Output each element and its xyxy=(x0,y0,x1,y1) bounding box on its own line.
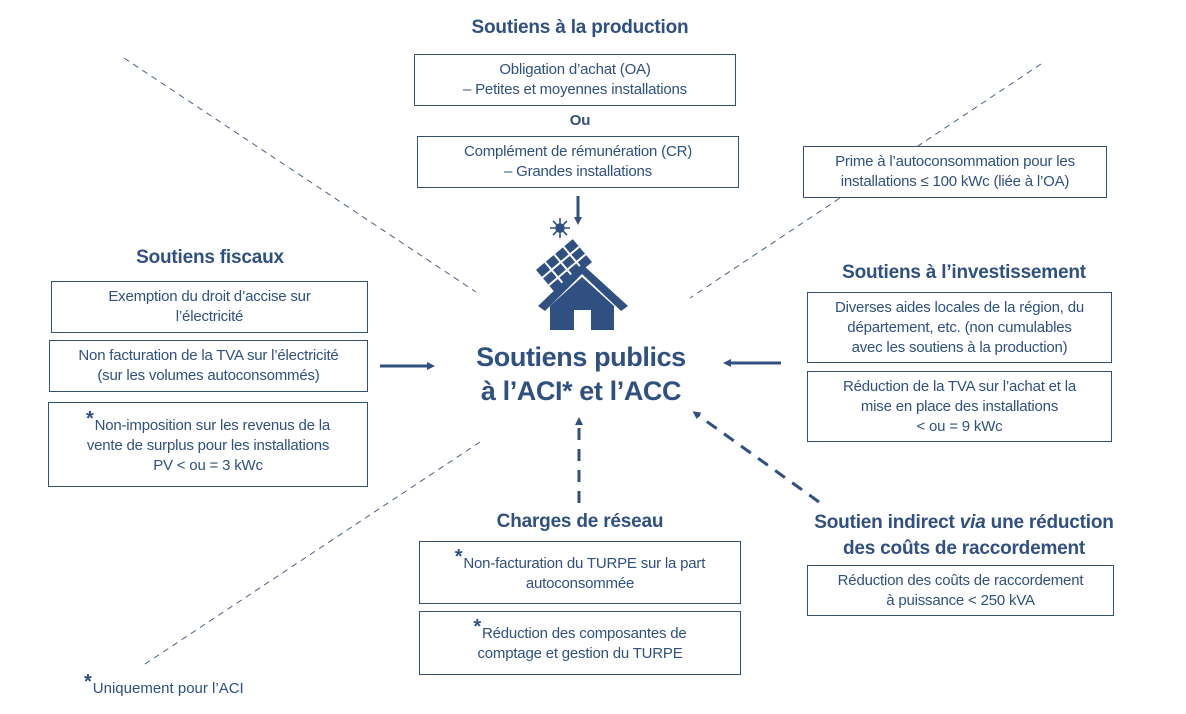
prime-line2: installations ≤ 100 kWc (liée à l’OA) xyxy=(840,173,1070,190)
tva-electricity-line2: (sur les volumes autoconsommés) xyxy=(97,367,320,384)
cr-line2: – Grandes installations xyxy=(504,163,652,180)
arrow-from-indirect xyxy=(692,411,820,504)
surplus-tax-box: *Non-imposition sur les revenus de la ve… xyxy=(48,402,368,487)
turpe-billing-box: *Non-facturation du TURPE sur la part au… xyxy=(419,541,741,604)
tva-purchase-line3: < ou = 9 kWc xyxy=(916,417,1003,435)
indirect-heading-part2: une réduction xyxy=(985,512,1114,533)
investment-heading: Soutiens à l’investissement xyxy=(842,262,1086,283)
turpe-billing-line1: *Non-facturation du TURPE sur la part xyxy=(455,547,706,574)
indirect-heading: Soutien indirect via une réduction des c… xyxy=(790,510,1138,562)
asterisk-marker: * xyxy=(454,545,463,568)
cr-box: Complément de rémunération (CR) – Grande… xyxy=(417,136,739,188)
local-aid-line3: avec les soutiens à la production) xyxy=(851,338,1068,356)
oa-line2: – Petites et moyennes installations xyxy=(463,81,687,98)
house-body xyxy=(550,277,614,330)
connection-cost-line1: Réduction des coûts de raccordement xyxy=(837,571,1084,589)
central-title-line1: Soutiens publics xyxy=(476,342,686,372)
tva-purchase-line2: mise en place des installations xyxy=(860,397,1059,415)
network-heading: Charges de réseau xyxy=(496,511,664,532)
indirect-heading-line1: Soutien indirect via une réduction xyxy=(790,510,1138,536)
solar-panel-icon xyxy=(535,239,593,293)
local-aid-line1: Diverses aides locales de la région, du xyxy=(834,298,1084,316)
tva-electricity-box: Non facturation de la TVA sur l’électric… xyxy=(49,340,368,392)
turpe-billing-line2: autoconsommée xyxy=(525,574,635,592)
excise-line2: l’électricité xyxy=(175,308,244,325)
central-title: Soutiens publics à l’ACI* et l’ACC xyxy=(446,340,716,408)
cr-line1-text: Complément de rémunération (CR) xyxy=(463,143,693,160)
footnote-text: Uniquement pour l’ACI xyxy=(92,680,244,697)
or-separator: Ou xyxy=(569,112,591,129)
connection-cost-box: Réduction des coûts de raccordement à pu… xyxy=(807,565,1114,616)
turpe-billing-line1-text: Non-facturation du TURPE sur la part xyxy=(463,554,706,572)
connection-cost-line2: à puissance < 250 kVA xyxy=(886,591,1035,609)
indirect-heading-line2: des coûts de raccordement xyxy=(842,538,1086,559)
house-with-solar-panel-icon xyxy=(535,218,628,330)
indirect-heading-italic: via xyxy=(959,512,986,533)
tva-purchase-line1: Réduction de la TVA sur l’achat et la xyxy=(842,377,1077,395)
excise-line1: Exemption du droit d’accise sur xyxy=(108,288,311,305)
turpe-components-line2: comptage et gestion du TURPE xyxy=(477,645,683,662)
turpe-components-line1-text: Réduction des composantes de xyxy=(482,625,687,642)
asterisk-marker: * xyxy=(473,616,482,638)
surplus-tax-line3: PV < ou = 3 kWc xyxy=(153,456,263,474)
turpe-components-line1: *Réduction des composantes de xyxy=(473,617,687,644)
fiscal-heading: Soutiens fiscaux xyxy=(136,247,284,268)
separator-line-top-left xyxy=(123,57,477,293)
separator-line-bottom-left xyxy=(141,441,481,667)
indirect-heading-part1: Soutien indirect xyxy=(814,512,960,533)
tva-purchase-box: Réduction de la TVA sur l’achat et la mi… xyxy=(807,371,1112,442)
asterisk-marker: * xyxy=(84,671,92,693)
local-aid-line2: département, etc. (non cumulables xyxy=(847,318,1072,336)
sun-icon xyxy=(550,218,570,238)
surplus-tax-line2: vente de surplus pour les installations xyxy=(86,436,330,454)
surplus-tax-line1: *Non-imposition sur les revenus de la xyxy=(86,409,331,436)
central-title-line2: à l’ACI* et l’ACC xyxy=(480,376,682,406)
excise-box: Exemption du droit d’accise sur l’électr… xyxy=(51,281,368,333)
turpe-components-box: *Réduction des composantes de comptage e… xyxy=(419,611,741,675)
tva-electricity-line1: Non facturation de la TVA sur l’électric… xyxy=(78,347,339,364)
surplus-tax-line1-text: Non-imposition sur les revenus de la xyxy=(94,416,331,434)
roof-shape xyxy=(538,264,628,311)
footnote: *Uniquement pour l’ACI xyxy=(84,671,244,699)
local-aid-box: Diverses aides locales de la région, du … xyxy=(807,292,1112,363)
asterisk-marker: * xyxy=(85,407,94,430)
oa-box: Obligation d’achat (OA) – Petites et moy… xyxy=(414,54,736,106)
prime-box: Prime à l’autoconsommation pour les inst… xyxy=(803,146,1107,198)
oa-line1: Obligation d’achat (OA) xyxy=(499,61,651,78)
prime-line1: Prime à l’autoconsommation pour les xyxy=(835,153,1075,170)
production-heading: Soutiens à la production xyxy=(471,17,689,38)
